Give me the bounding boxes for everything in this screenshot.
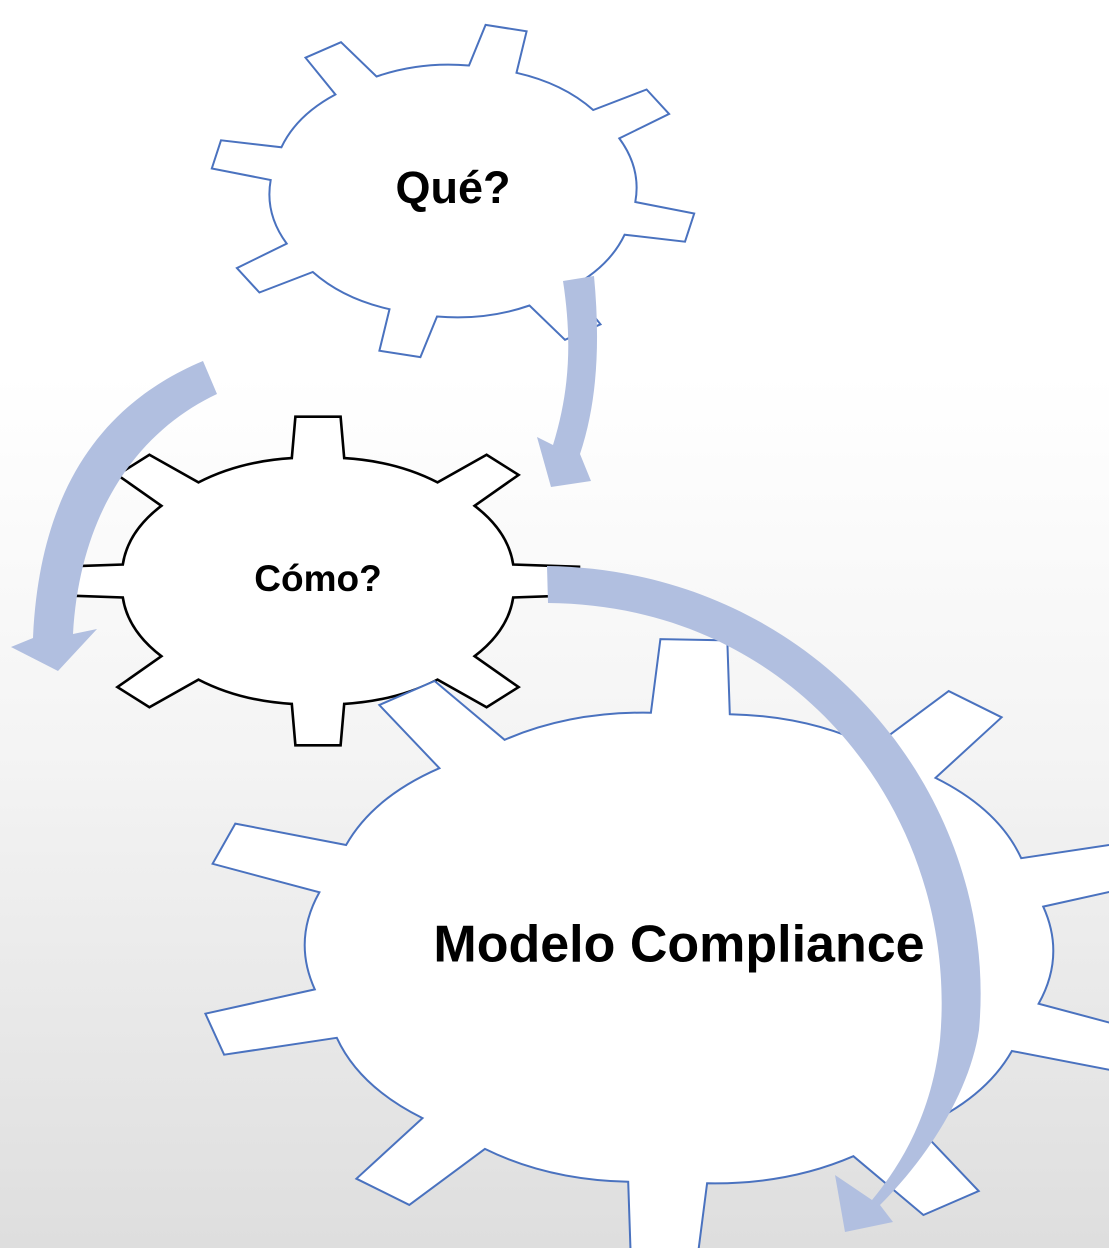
labels-layer: Qué? Cómo? Modelo Compliance [254, 162, 924, 974]
gear-como [55, 415, 581, 747]
flow-arrow-que-to-como [537, 276, 598, 487]
gear-label-que: Qué? [395, 162, 510, 213]
gear-label-modelo: Modelo Compliance [433, 916, 924, 974]
gear-que [210, 23, 696, 359]
flow-arrow-como-left [11, 361, 217, 671]
arrows-layer [11, 276, 981, 1232]
flow-arrow-como-to-modelo [547, 566, 981, 1232]
gear-label-como: Cómo? [254, 558, 381, 599]
